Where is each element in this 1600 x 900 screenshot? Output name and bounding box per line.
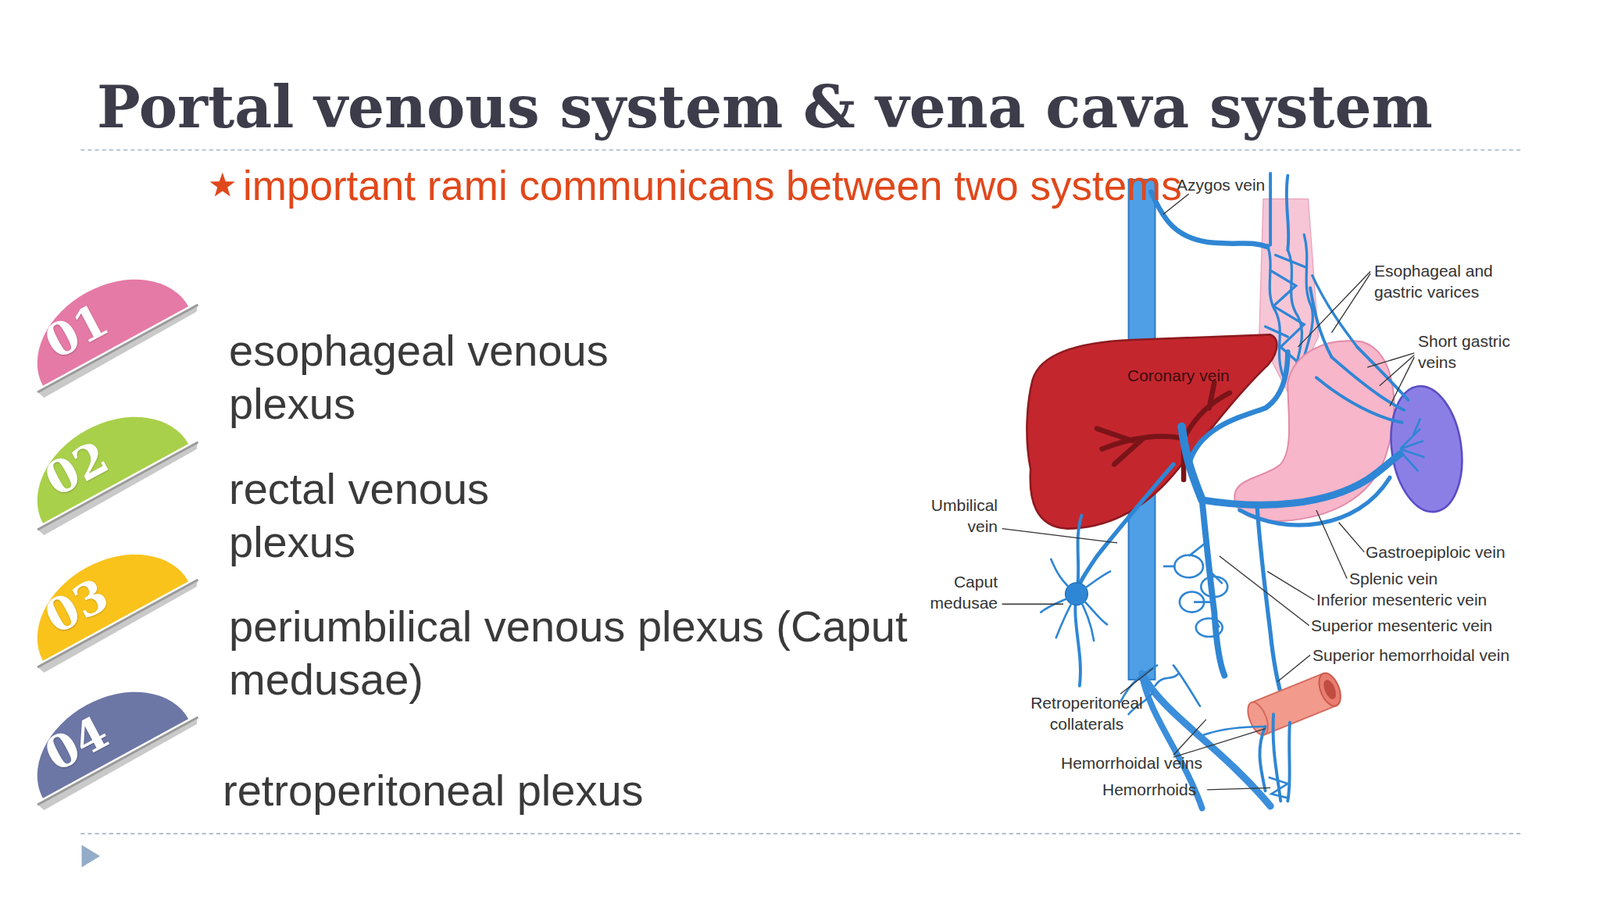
rectum (1243, 670, 1345, 739)
umbilical-vein (1040, 464, 1174, 686)
tab-dome (14, 253, 189, 386)
hemorrhoidal-veins (1269, 777, 1289, 798)
leader-line (1379, 355, 1415, 386)
vessel-label: Gastroepiploic vein (1365, 541, 1506, 563)
mesenteric-arcades (1174, 555, 1204, 579)
subtitle: important rami communicans between two s… (242, 160, 1183, 211)
hemorrhoidal-veins (1259, 726, 1265, 791)
leader-line (1002, 193, 1415, 790)
rectum (1243, 670, 1345, 739)
vessel-label: Hemorrhoids (1102, 778, 1197, 800)
retroperitoneal-collaterals (1173, 665, 1200, 707)
divider-line (80, 150, 1521, 834)
leader-line (1389, 357, 1415, 407)
mesenteric-arcades (1200, 576, 1228, 597)
number-tab: 01 (31, 265, 211, 403)
portal-veins (1181, 275, 1408, 705)
divider-line (80, 149, 1521, 151)
hemorrhoidal-veins (1287, 722, 1290, 802)
number-tab: 04 (31, 678, 211, 815)
rectum (1243, 699, 1272, 738)
leader-line (1002, 528, 1118, 543)
number-tab: 03 (31, 540, 211, 678)
portal-veins (1202, 500, 1225, 676)
vessel-label: Coronary vein (1127, 364, 1230, 386)
leader-line (1173, 728, 1266, 758)
azygos-vein (1268, 173, 1272, 245)
leader-line (1219, 556, 1310, 626)
mesenteric-arcades (1163, 540, 1228, 637)
vessel-label: Hemorrhoidal veins (1060, 752, 1203, 774)
vessel-label: Superior mesenteric vein (1310, 614, 1493, 636)
portal-veins (1202, 453, 1400, 505)
divider-line (80, 832, 1521, 835)
list-item: esophageal venous plexus (228, 324, 667, 431)
list-item: periumbilical venous plexus (Caput medus… (228, 600, 933, 707)
leader-line (1207, 787, 1271, 790)
vessel-label: Esophageal and gastric varices (1374, 260, 1515, 303)
leader-line (1002, 603, 1064, 605)
esophageal-plexus (1300, 234, 1313, 368)
esophageal-plexus (1275, 255, 1307, 268)
leader-line (1297, 271, 1371, 347)
portal-veins (1316, 377, 1403, 422)
azygos-vein (1286, 175, 1290, 250)
vessel-label: Retroperitoneal collaterals (1020, 692, 1154, 735)
umbilical-vein (1040, 559, 1111, 641)
vessel-label: Caput medusae (919, 571, 998, 614)
leader-line (1277, 655, 1311, 683)
tab-dome (14, 528, 189, 661)
vessel-label: Azygos vein (1176, 174, 1265, 196)
liver (1026, 334, 1277, 529)
vessel-label: Short gastric veins (1417, 330, 1528, 373)
star-symbol (210, 172, 236, 197)
umbilical-vein (1076, 464, 1174, 592)
vessel-label: Superior hemorrhoidal vein (1312, 644, 1510, 666)
portal-veins (1312, 275, 1358, 347)
tab-dome (14, 665, 189, 799)
leader-line (1267, 571, 1315, 600)
hemorrhoidal-veins (1203, 726, 1264, 735)
mesenteric-arcades (1163, 540, 1223, 628)
slide-title: Portal venous system & vena cava system (96, 71, 1433, 143)
play-arrow (81, 844, 100, 868)
leader-line (1331, 273, 1371, 333)
vessel-label: Splenic vein (1349, 567, 1438, 590)
portal-veins (1357, 346, 1408, 400)
leader-line (1316, 510, 1347, 579)
leader-line (1367, 353, 1415, 368)
rectum (1314, 670, 1345, 710)
list-item: retroperitoneal plexus (222, 764, 644, 818)
vessel-label: Umbilical vein (919, 494, 998, 537)
spleen (1400, 418, 1425, 472)
portal-veins (1181, 426, 1202, 500)
leader-line (1339, 522, 1365, 553)
hemorrhoidal-veins (1203, 714, 1290, 801)
rectum (1321, 678, 1339, 701)
list-item: rectal venous plexus (228, 462, 573, 569)
leader-line (1120, 668, 1154, 695)
tab-dome (14, 390, 189, 524)
spleen (1383, 381, 1470, 517)
portal-veins (1331, 357, 1404, 411)
vessel-label: Inferior mesenteric vein (1316, 589, 1487, 611)
retroperitoneal-collaterals (1155, 673, 1179, 686)
portal-veins (1257, 507, 1284, 704)
portal-veins (1239, 477, 1390, 525)
leader-line (1173, 719, 1207, 756)
number-tab: 02 (31, 403, 211, 540)
spleen (1383, 381, 1470, 517)
liver (1026, 334, 1277, 529)
